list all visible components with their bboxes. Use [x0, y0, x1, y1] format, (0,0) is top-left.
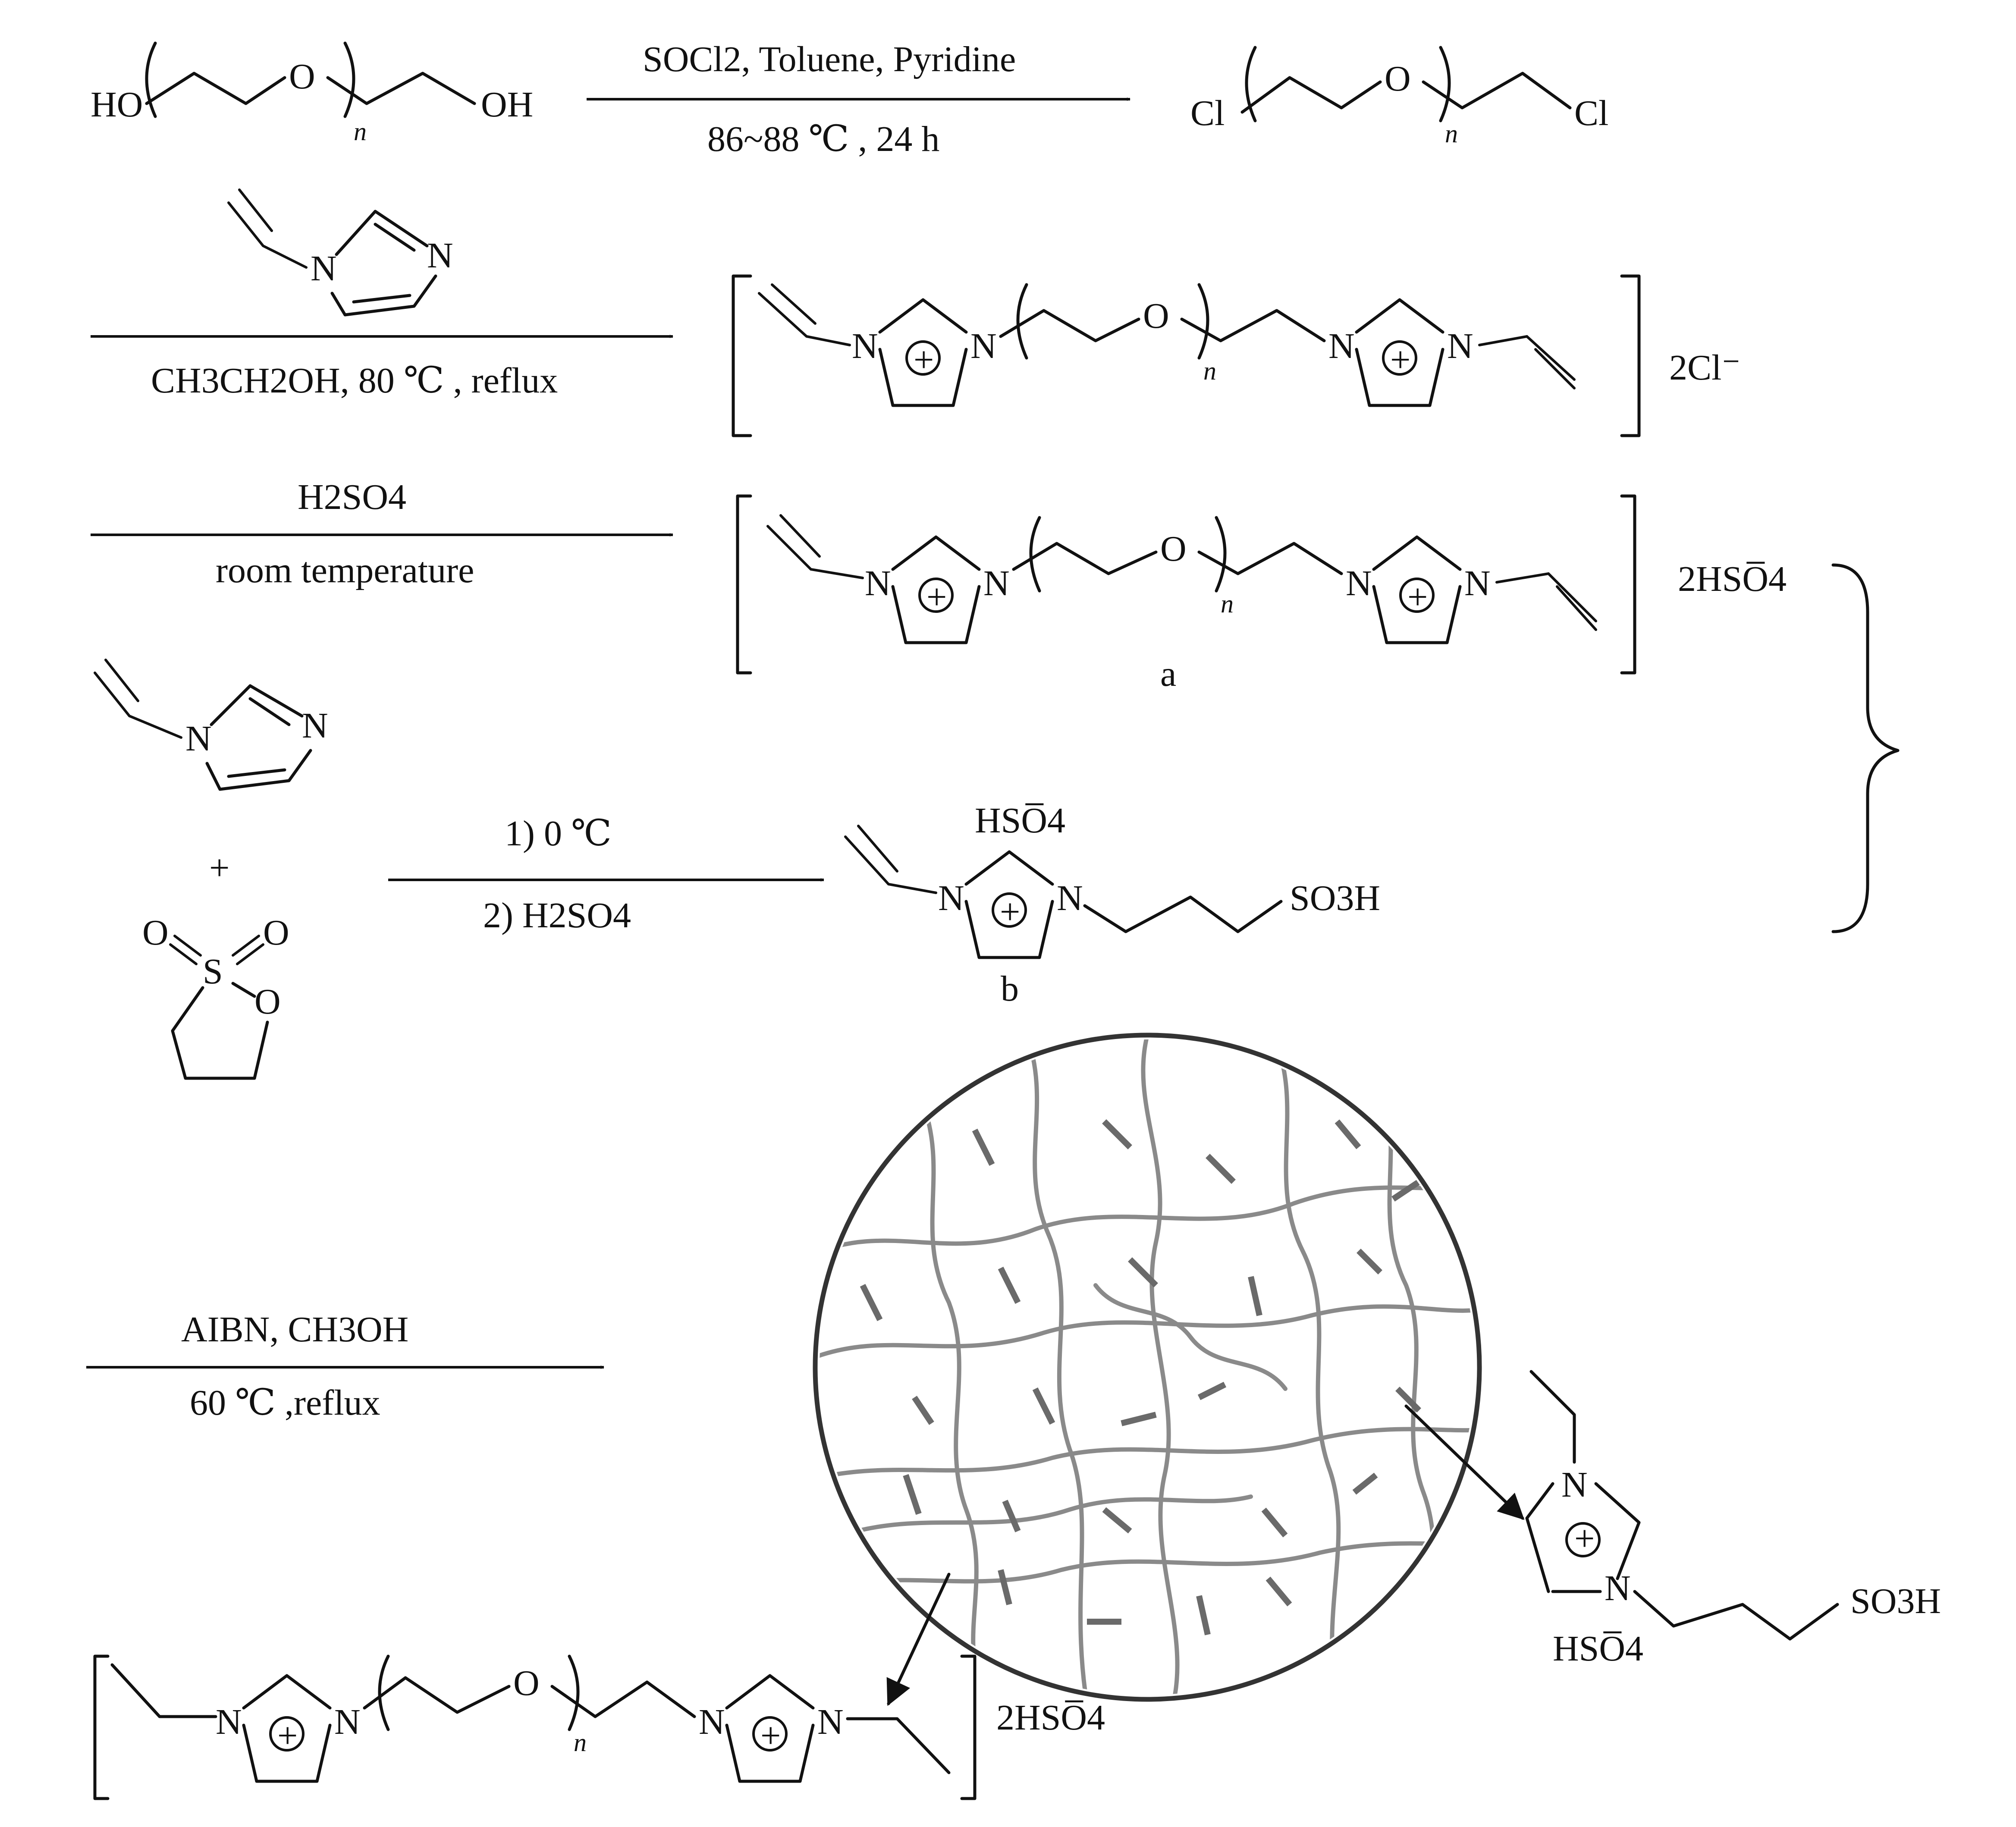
step1-reagents: SOCl2, Toluene, Pyridine	[643, 39, 1016, 79]
oxo-left: O	[142, 913, 169, 953]
sulfonic-acid: SO3H	[1290, 878, 1380, 918]
arrow-step2: CH3CH2OH, 80 ℃ , reflux	[91, 335, 673, 401]
n-left: N	[938, 878, 964, 918]
n-right-3: N	[1464, 563, 1491, 603]
peg-diol: HO O n OH	[91, 41, 533, 146]
repeat-n: n	[574, 1728, 587, 1757]
step3-conditions: room temperature	[216, 550, 474, 590]
step3-reagent: H2SO4	[298, 477, 406, 517]
arrow-step5: AIBN, CH3OH 60 ℃ ,reflux	[86, 1309, 604, 1423]
n-left-1: N	[865, 563, 891, 603]
n-right-1: N	[1328, 326, 1355, 366]
step1-conditions: 86~88 ℃ , 24 h	[707, 119, 939, 159]
step5-conditions: 60 ℃ ,reflux	[190, 1383, 380, 1423]
vinylimidazole-reagent: N N	[94, 659, 328, 791]
plus-charge: +	[1390, 340, 1410, 380]
oxo-right: O	[263, 913, 289, 953]
product-a-bisulfate: N + N O n N + N 2HSO̅4 a	[736, 494, 1787, 694]
sulfur-atom: S	[203, 951, 223, 992]
arrow-step3: H2SO4 room temperature	[91, 477, 673, 590]
combine-brace	[1831, 563, 1900, 933]
step2-conditions: CH3CH2OH, 80 ℃ , reflux	[151, 361, 558, 401]
plus-charge: +	[1000, 892, 1020, 932]
plus-charge: +	[277, 1716, 298, 1756]
n-right-3: N	[1447, 326, 1473, 366]
pointer-arrow-to-crosslinker	[886, 1573, 951, 1706]
plus-sign: +	[209, 848, 229, 888]
n-right-1: N	[699, 1702, 725, 1742]
ether-oxygen: O	[289, 57, 315, 97]
repeat-n: n	[354, 117, 367, 146]
n3-atom: N	[427, 235, 453, 276]
ho-group: HO	[91, 85, 143, 125]
n-top: N	[1561, 1465, 1588, 1505]
step4-first: 1) 0 ℃	[505, 813, 612, 854]
n-bottom: N	[1605, 1568, 1631, 1608]
plus-charge: +	[1574, 1519, 1595, 1559]
bisulfate-counterion: 2HSO̅4	[1678, 559, 1787, 599]
chloride-counterion: 2Cl⁻	[1669, 348, 1741, 388]
ether-oxygen: O	[1160, 529, 1187, 569]
cl-left: Cl	[1190, 93, 1225, 133]
arrow-step1: SOCl2, Toluene, Pyridine 86~88 ℃ , 24 h	[587, 39, 1130, 159]
product-b-sulfonic-imidazolium: HSO̅4 N + N SO3H b	[844, 800, 1380, 1009]
arrow-step4: 1) 0 ℃ 2) H2SO4	[388, 813, 824, 935]
bisulfate-counterion: 2HSO̅4	[996, 1698, 1105, 1738]
bisulfate-counterion: HSO̅4	[1553, 1629, 1643, 1669]
plus-charge: +	[914, 340, 934, 380]
n1-atom: N	[185, 719, 212, 759]
ether-oxygen: O	[1143, 296, 1169, 336]
cl-right: Cl	[1574, 93, 1608, 133]
pendant-groups	[860, 1119, 1421, 1636]
sulfonic-acid: SO3H	[1850, 1581, 1941, 1621]
oh-group: OH	[481, 85, 533, 125]
repeat-n: n	[1445, 119, 1458, 148]
n-right: N	[1057, 878, 1083, 918]
polymer-network	[813, 1033, 1482, 1702]
peg-dichloride: Cl O n Cl	[1190, 46, 1608, 148]
n-left-3: N	[970, 326, 997, 366]
n3-atom: N	[302, 706, 328, 746]
pointer-arrow-to-pendant	[1404, 1404, 1525, 1520]
repeat-n: n	[1221, 590, 1234, 618]
vinylimidazole-reagent-top: N N	[227, 188, 453, 317]
label-a: a	[1160, 654, 1176, 694]
crosslinker-repeat-unit: N + N O n N + N 2HSO̅4	[93, 1654, 1105, 1800]
n-right-3: N	[817, 1702, 844, 1742]
n-right-1: N	[1346, 563, 1372, 603]
pendant-sulfonic-unit: N + N SO3H HSO̅4	[1525, 1370, 1941, 1669]
plus-charge: +	[926, 577, 947, 617]
n-left-3: N	[983, 563, 1010, 603]
bisulfate-counterion: HSO̅4	[975, 800, 1065, 841]
n-left-1: N	[852, 326, 878, 366]
bis-imidazolium-chloride: N + N O n N + N 2Cl⁻	[732, 274, 1741, 437]
ether-oxygen: O	[513, 1663, 540, 1703]
plus-charge: +	[760, 1716, 781, 1756]
n-left-1: N	[216, 1702, 242, 1742]
label-b: b	[1001, 969, 1019, 1009]
ether-oxygen: O	[1385, 59, 1411, 99]
repeat-n: n	[1203, 357, 1216, 385]
propane-sultone: O O S O	[142, 913, 289, 1080]
plus-charge: +	[1407, 577, 1428, 617]
step5-reagents: AIBN, CH3OH	[181, 1309, 408, 1350]
step4-second: 2) H2SO4	[483, 895, 631, 935]
ring-oxygen: O	[254, 982, 281, 1022]
n-left-3: N	[334, 1702, 361, 1742]
n1-atom: N	[311, 248, 337, 289]
